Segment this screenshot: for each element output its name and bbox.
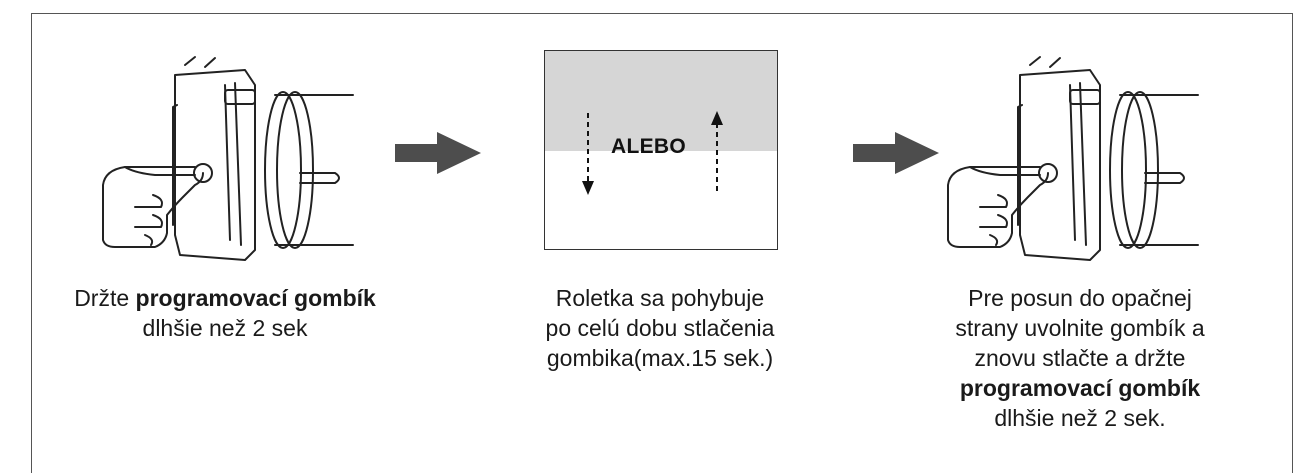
step2-line: po celú dobu stlačenia xyxy=(545,315,775,341)
alebo-label: ALEBO xyxy=(611,135,686,158)
motor-press-illustration-right xyxy=(947,56,1199,261)
step3-line: strany uvolnite gombík a xyxy=(955,315,1205,341)
arrow-right-icon xyxy=(853,132,939,174)
step1-text-a: Držte xyxy=(74,285,136,311)
movement-arrows xyxy=(582,111,723,195)
step2-line: gombika(max.15 sek.) xyxy=(546,345,774,371)
step3-caption: Pre posun do opačnej strany uvolnite gom… xyxy=(910,283,1250,433)
step1-caption: Držte programovací gombík dlhšie než 2 s… xyxy=(70,283,380,343)
step3-line: Pre posun do opačnej xyxy=(968,285,1192,311)
step3-line: dlhšie než 2 sek. xyxy=(994,405,1166,431)
step2-line: Roletka sa pohybuje xyxy=(555,285,765,311)
motor-press-illustration-left xyxy=(102,56,354,261)
step3-line-bold: programovací gombík xyxy=(959,375,1201,401)
shade-fabric xyxy=(545,51,777,151)
step1-text-b: dlhšie než 2 sek xyxy=(142,315,308,341)
up-arrow-icon xyxy=(711,111,723,125)
down-arrow-icon xyxy=(582,181,594,195)
roller-shade-panel: ALEBO xyxy=(544,50,778,250)
step2-caption: Roletka sa pohybuje po celú dobu stlačen… xyxy=(490,283,830,373)
step3-line: znovu stlačte a držte xyxy=(974,345,1186,371)
diagram-frame xyxy=(31,13,1293,473)
arrow-right-icon xyxy=(395,132,481,174)
step1-text-bold: programovací gombík xyxy=(135,285,376,311)
